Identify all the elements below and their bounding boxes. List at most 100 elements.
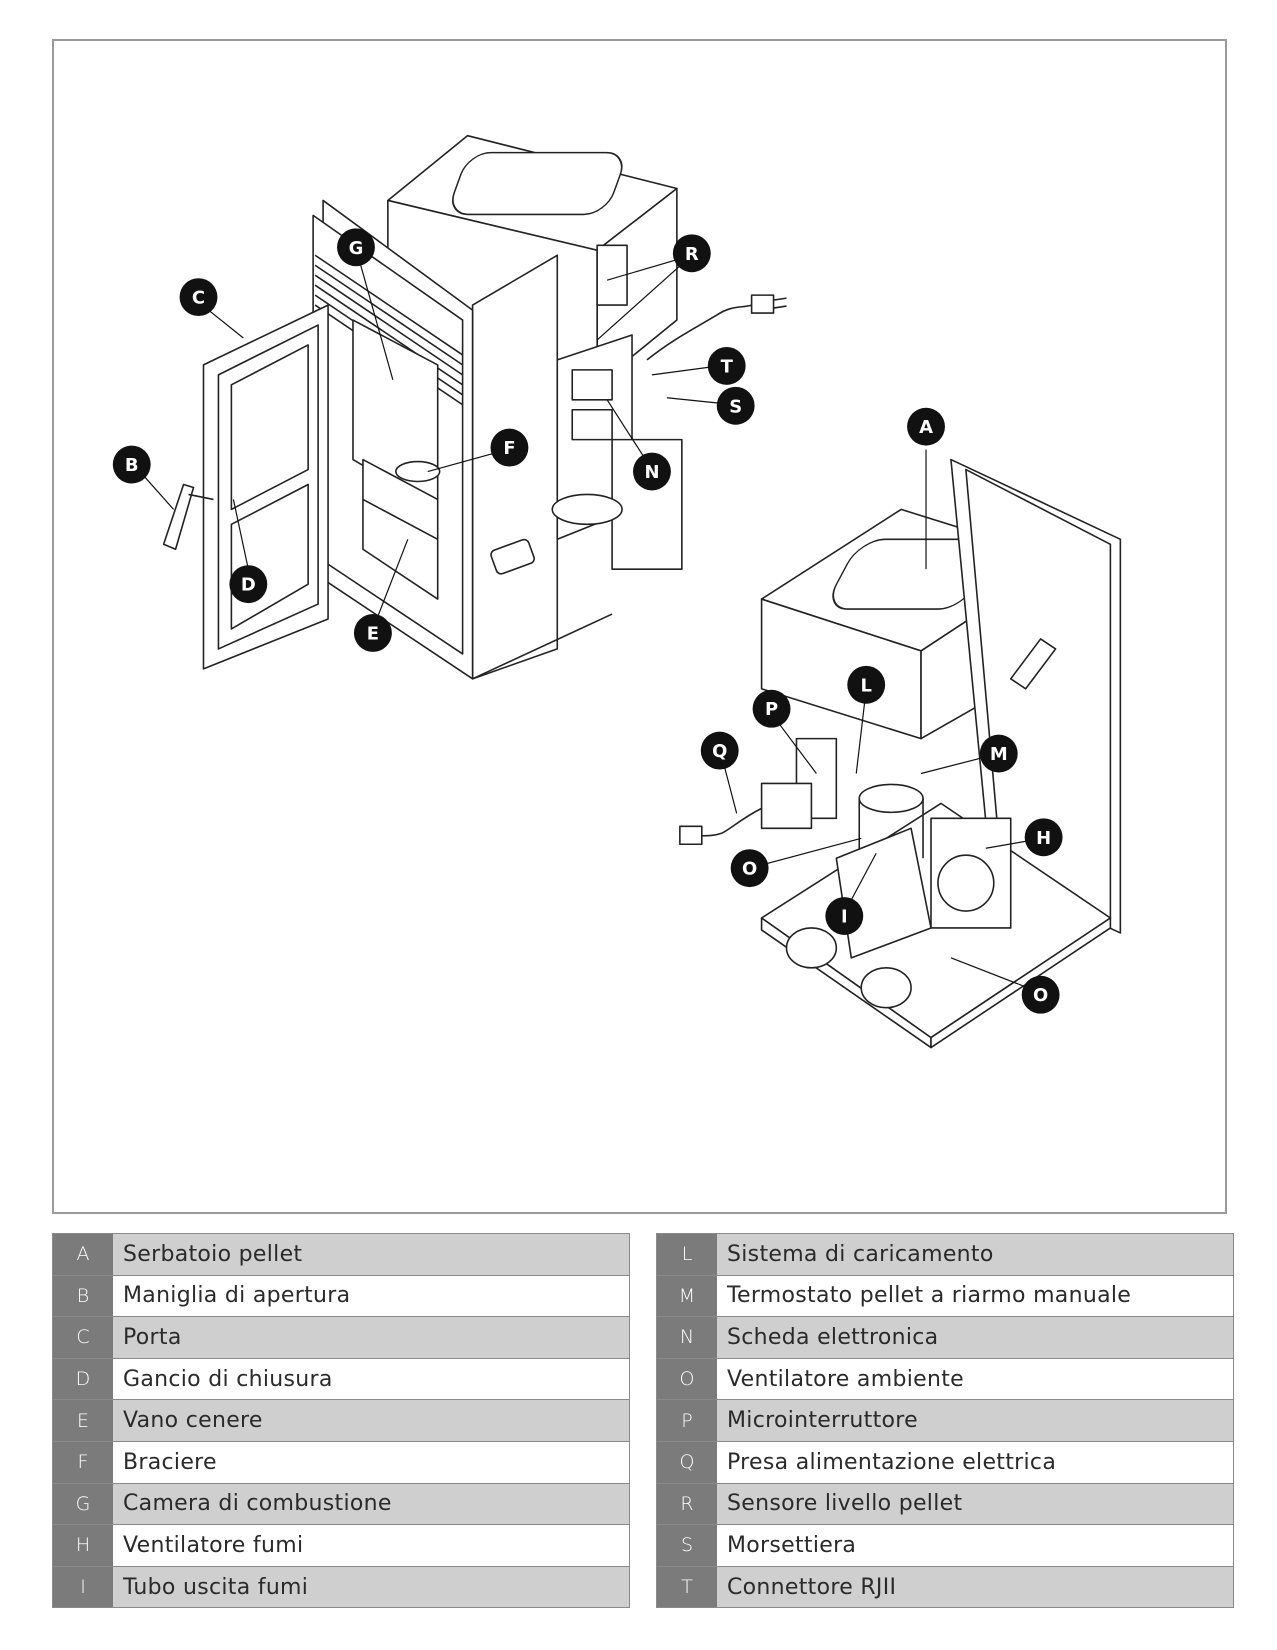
legend-description: Maniglia di apertura	[113, 1274, 630, 1317]
callout-letter: I	[841, 907, 848, 928]
callout-letter: O	[742, 859, 757, 880]
legend-code: I	[52, 1565, 113, 1608]
callout-letter: Q	[712, 741, 727, 762]
legend-code: P	[656, 1399, 717, 1442]
callout-labels: A B C D E F G H I L M N O O P Q R ST	[112, 228, 1063, 1014]
legend-code: E	[52, 1399, 113, 1442]
callout-o: O	[1021, 975, 1060, 1014]
callout-letter: T	[721, 356, 734, 377]
callout-letter: M	[990, 744, 1008, 765]
legend-code: N	[656, 1316, 717, 1359]
legend-description: Camera di combustione	[113, 1482, 630, 1525]
legend-code: C	[52, 1316, 113, 1359]
legend-code: F	[52, 1440, 113, 1484]
callout-p: P	[752, 689, 791, 728]
callout-i: I	[825, 897, 864, 935]
legend-code: H	[52, 1524, 113, 1567]
legend-code: S	[656, 1524, 717, 1567]
callout-letter: G	[349, 238, 364, 259]
callout-letter: E	[367, 623, 379, 644]
legend-description: Presa alimentazione elettrica	[717, 1440, 1234, 1484]
legend-description: Sistema di caricamento	[717, 1233, 1234, 1276]
callout-letter: O	[1033, 985, 1048, 1006]
callout-letter: D	[241, 575, 256, 596]
legend-description: Scheda elettronica	[717, 1316, 1234, 1359]
callout-letter: H	[1036, 828, 1051, 849]
legend-description: Porta	[113, 1316, 630, 1359]
callout-q: Q	[700, 731, 739, 770]
callout-letter: L	[861, 675, 872, 696]
legend-description: Tubo uscita fumi	[113, 1565, 630, 1608]
callout-letter: C	[192, 288, 205, 309]
legend-code: T	[656, 1565, 717, 1608]
legend-description: Ventilatore ambiente	[717, 1357, 1234, 1400]
callout-letter: A	[919, 417, 933, 438]
callout-letter: R	[685, 244, 699, 265]
legend-description: Connettore RJII	[717, 1565, 1234, 1608]
callout-letter: B	[125, 455, 139, 476]
callout-letter: N	[644, 462, 659, 483]
callout-letter: F	[503, 438, 515, 459]
callout-f: F	[490, 428, 529, 467]
callout-c: C	[179, 278, 218, 317]
stove-exploded-diagram: A B C D E F G H I L M N O O P Q R ST	[112, 134, 1122, 1049]
callout-h: H	[1024, 818, 1063, 857]
legend-description: Serbatoio pellet	[113, 1233, 630, 1276]
legend-description: Sensore livello pellet	[717, 1482, 1234, 1525]
legend-code: A	[52, 1233, 113, 1276]
legend-description: Braciere	[113, 1440, 630, 1484]
callout-o: O	[730, 849, 769, 888]
legend-code: G	[52, 1482, 113, 1525]
legend-description: Morsettiera	[717, 1524, 1234, 1567]
stove-rear-view	[679, 458, 1122, 1049]
legend-code: Q	[656, 1440, 717, 1484]
callout-t: T	[707, 346, 746, 385]
legend-description: Microinterruttore	[717, 1399, 1234, 1442]
legend-description: Ventilatore fumi	[113, 1524, 630, 1567]
legend-code: O	[656, 1357, 717, 1400]
callout-e: E	[353, 614, 392, 652]
callout-b: B	[112, 445, 151, 484]
legend-code: B	[52, 1274, 113, 1317]
legend-description: Gancio di chiusura	[113, 1357, 630, 1400]
callout-l: L	[847, 665, 886, 704]
callout-a: A	[907, 407, 945, 446]
legend-code: D	[52, 1357, 113, 1400]
legend-description: Termostato pellet a riarmo manuale	[717, 1274, 1234, 1317]
legend-description: Vano cenere	[113, 1399, 630, 1442]
callout-letter: P	[765, 699, 778, 720]
callout-m: M	[979, 734, 1018, 773]
legend-code: L	[656, 1233, 717, 1276]
legend-code: R	[656, 1482, 717, 1525]
callout-n: N	[633, 452, 671, 491]
callout-s: S	[716, 386, 755, 425]
callout-r: R	[672, 234, 711, 273]
callout-d: D	[229, 565, 268, 604]
callout-g: G	[337, 228, 375, 267]
callout-letter: S	[729, 396, 742, 417]
legend-code: M	[656, 1274, 717, 1317]
